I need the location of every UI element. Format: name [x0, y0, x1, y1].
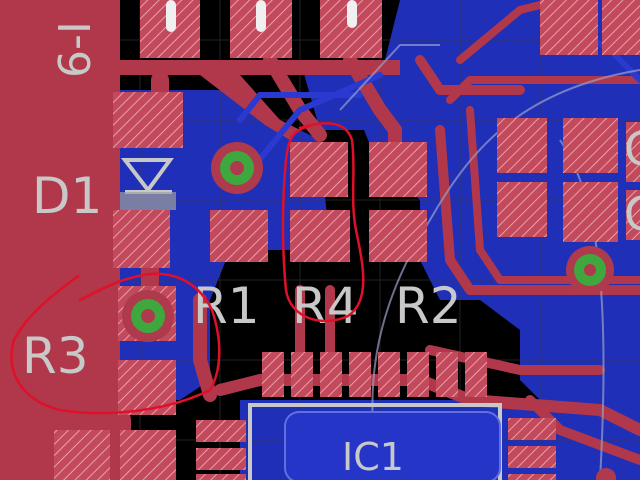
label-r2: R2 [395, 277, 462, 335]
circle-around-r4 [281, 122, 365, 323]
vias [122, 142, 616, 480]
silkscreen-labels: D1 R1 R4 R2 R3 IC1 6-I C C [22, 21, 640, 479]
label-edge-right-2: C [624, 187, 640, 241]
label-d1: D1 [32, 167, 102, 225]
via-icon [596, 468, 616, 480]
ic1-side-leads [196, 418, 556, 480]
label-edge-right-1: C [624, 122, 640, 176]
label-r4: R4 [292, 277, 359, 335]
label-r3: R3 [22, 327, 89, 385]
resistor-pads [210, 142, 427, 262]
via-icon [566, 246, 614, 294]
via-icon [211, 142, 263, 194]
ic1-body [284, 411, 501, 480]
label-edge-top: 6-I [50, 21, 101, 78]
annotations [10, 122, 365, 415]
right-pads [497, 118, 640, 242]
circle-around-r3 [10, 272, 221, 415]
d1-pads [113, 92, 183, 268]
label-r1: R1 [193, 277, 260, 335]
d1-body [120, 192, 176, 210]
via-icon [122, 290, 174, 342]
header-pad-slots [166, 0, 357, 32]
label-ic1: IC1 [342, 435, 404, 479]
ic1-top-leads [262, 352, 487, 397]
bottom-left-pads [54, 430, 176, 480]
